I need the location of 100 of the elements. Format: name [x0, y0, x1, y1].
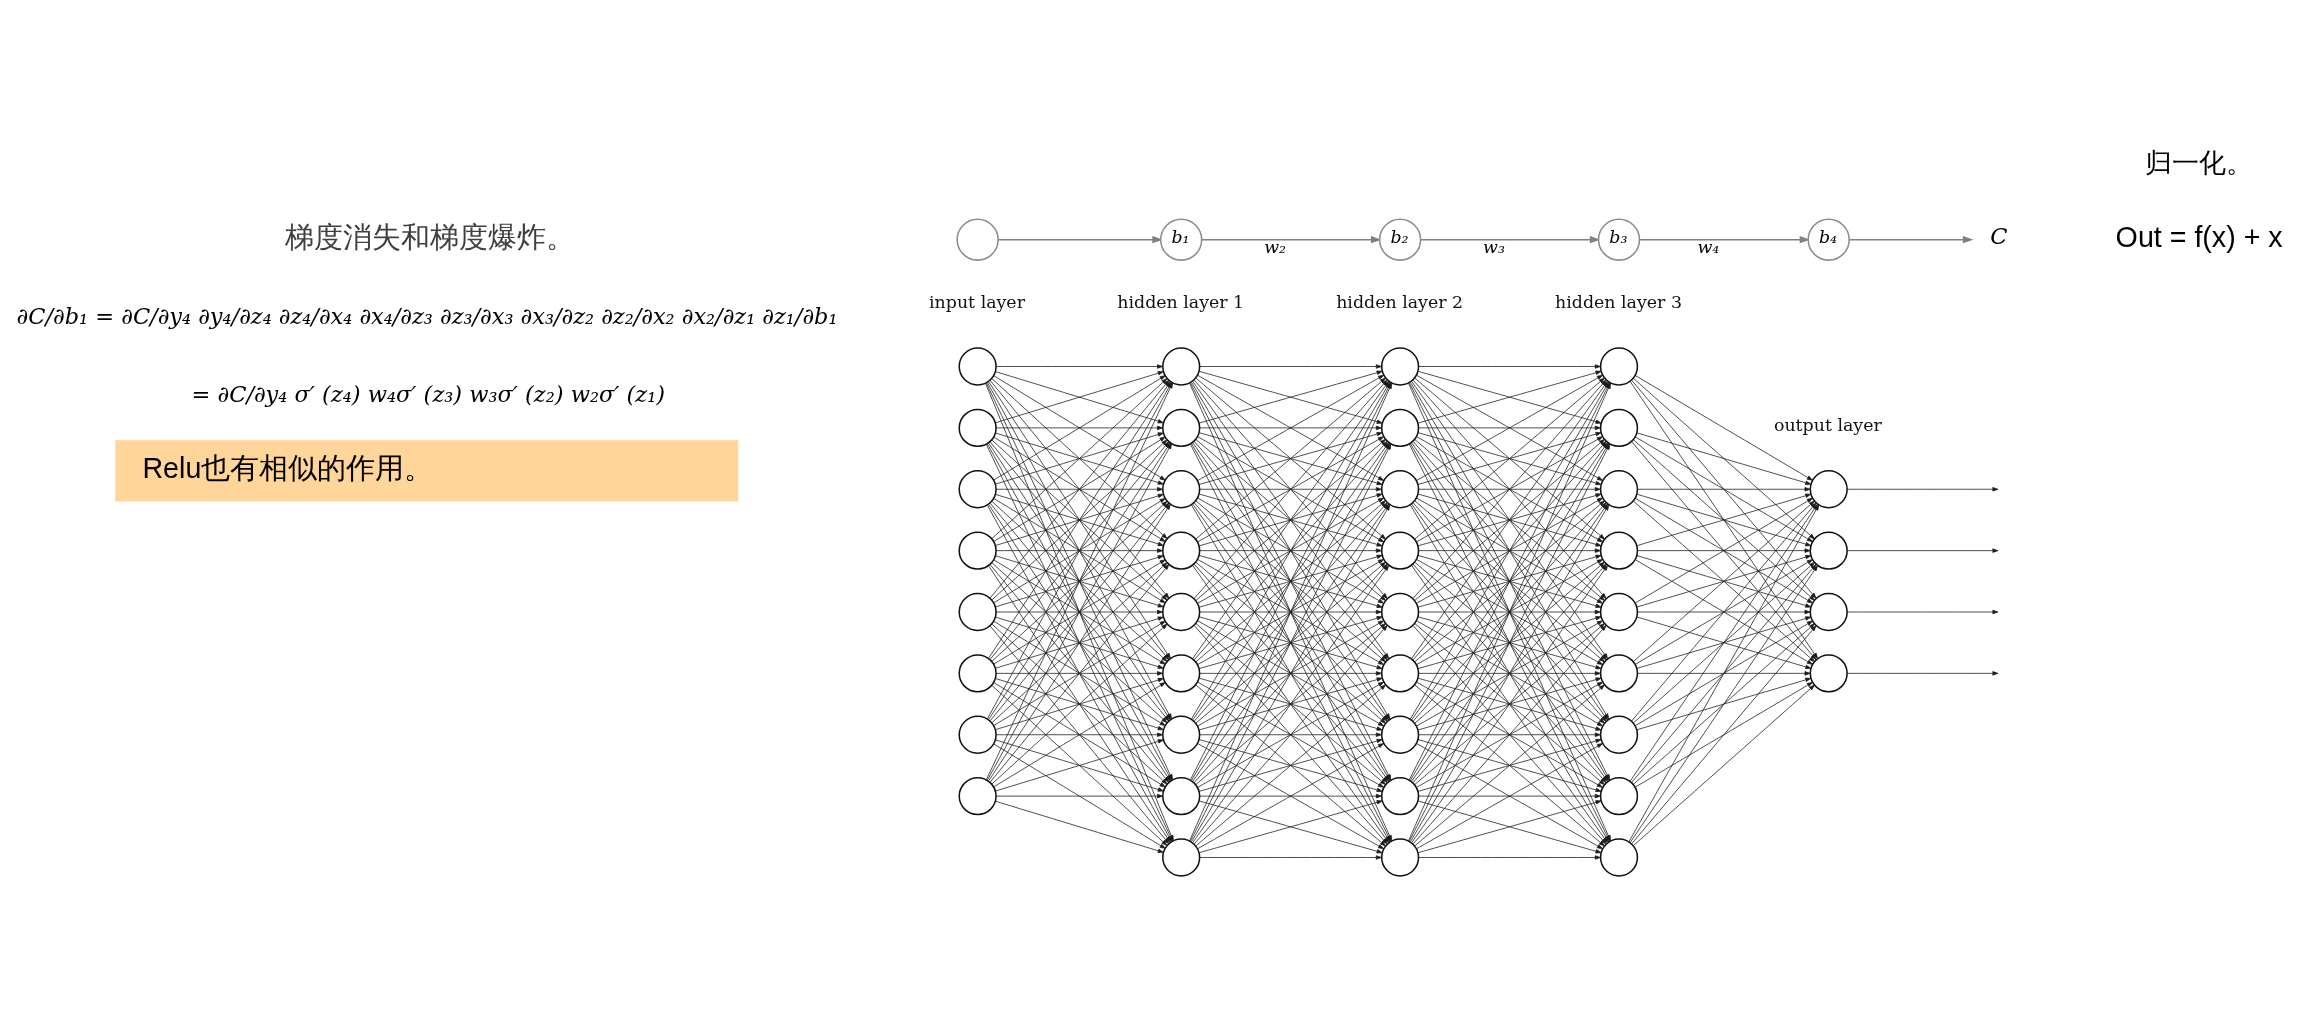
arrow [1199, 671, 1382, 676]
edge-label: w₄ [1697, 236, 1720, 257]
arrow [1414, 561, 1605, 724]
arrow [1199, 548, 1382, 553]
arrow [1197, 681, 1384, 788]
node-circle: b₂ [1378, 218, 1422, 261]
arrow [1198, 493, 1383, 547]
arrow [995, 432, 1164, 485]
arrow [1199, 732, 1382, 737]
arrow [1197, 743, 1384, 850]
arrow [1417, 493, 1602, 547]
arrow [1414, 623, 1605, 785]
arrow [1197, 620, 1384, 727]
arrow [993, 682, 1166, 788]
arrow [1637, 487, 1811, 492]
arrow [1637, 609, 1811, 615]
node-circle [958, 470, 997, 509]
arrow [1199, 425, 1382, 431]
arrow [1197, 497, 1384, 604]
arrow [1847, 548, 1999, 553]
node-circle [958, 531, 997, 570]
arrow [993, 436, 1166, 542]
arrow [1198, 370, 1383, 424]
arrow [1416, 681, 1603, 788]
label: ∂C/∂b₁ = ∂C/∂y₄ ∂y₄/∂z₄ ∂z₄/∂x₄ ∂x₄/∂z₃ ∂z₃/∂x₃ ∂x₃/∂z₂ ∂z₂/∂x₂ ∂x₂/∂z₁ ∂z₁/∂b₁ [16, 303, 838, 330]
node-box: Relu也有相似的作用。 [115, 440, 739, 502]
label: hidden layer 1 [1117, 292, 1245, 313]
arrow [1195, 684, 1386, 847]
arrow [993, 620, 1166, 726]
arrow [1847, 609, 1999, 615]
arrow [1201, 235, 1382, 244]
arrow [1417, 800, 1602, 854]
node-circle [958, 715, 997, 754]
label: input layer [929, 292, 1025, 313]
label: Out = f(x) + x [2115, 220, 2283, 253]
arrow [1199, 855, 1382, 860]
arrow [1632, 684, 1815, 847]
label: = ∂C/∂y₄ σ′ (z₄) w₄σ′ (z₃) w₃σ′ (z₂) w₂σ′ (z₁) [191, 380, 666, 407]
arrow [1197, 374, 1384, 481]
arrow [1634, 436, 1813, 542]
arrow [1195, 623, 1386, 785]
arrow [1418, 855, 1601, 860]
arrow [1418, 609, 1601, 615]
node-circle [958, 408, 997, 448]
arrow [1634, 375, 1813, 481]
arrow [991, 623, 1168, 785]
node-circle [956, 218, 999, 261]
arrow [1416, 497, 1603, 604]
node-circle [958, 592, 997, 632]
label: hidden layer 3 [1555, 292, 1682, 313]
arrow [1847, 671, 1999, 676]
arrow [1632, 623, 1815, 785]
arrow [1634, 559, 1813, 665]
arrow [1416, 374, 1603, 481]
node-circle [958, 347, 997, 386]
node-text: C [1990, 223, 2008, 250]
arrow [1417, 370, 1602, 424]
label: output layer [1773, 415, 1882, 436]
arrow [1634, 497, 1813, 604]
arrow [1199, 793, 1382, 799]
arrow [1199, 364, 1382, 369]
arrow [1636, 432, 1812, 485]
arrow [1416, 743, 1603, 850]
arrow [1636, 677, 1812, 731]
arrow [1418, 732, 1601, 737]
arrow [993, 743, 1166, 849]
label: hidden layer 2 [1336, 292, 1464, 313]
arrow [1637, 671, 1811, 676]
arrow [1416, 620, 1603, 727]
node-circle: b₃ [1597, 218, 1641, 261]
arrow [1417, 677, 1602, 731]
arrow [995, 800, 1164, 853]
arrow [995, 371, 1164, 424]
arrow [995, 616, 1164, 669]
arrow [1634, 620, 1813, 727]
arrow [1418, 548, 1601, 553]
arrow [993, 375, 1166, 481]
arrow [1418, 487, 1601, 492]
arrow [1634, 682, 1813, 788]
arrow [1418, 671, 1601, 676]
edge-label: w₂ [1264, 236, 1287, 257]
arrow [1418, 364, 1601, 369]
arrow [1414, 684, 1605, 847]
arrow [1199, 487, 1382, 492]
arrow [1637, 548, 1811, 553]
arrow [993, 498, 1166, 604]
arrow [1197, 436, 1384, 543]
node-circle [958, 776, 997, 816]
arrow [1198, 800, 1383, 854]
arrow [1199, 609, 1382, 615]
arrow [1416, 436, 1603, 543]
arrow [1418, 425, 1601, 431]
arrow [995, 555, 1164, 608]
arrow [1198, 677, 1383, 731]
node-circle: b₄ [1807, 218, 1850, 261]
arrow [1418, 793, 1601, 799]
label: 归一化。 [2144, 147, 2253, 179]
arrow [995, 739, 1164, 792]
arrow [993, 559, 1166, 665]
arrow [1847, 487, 1999, 492]
